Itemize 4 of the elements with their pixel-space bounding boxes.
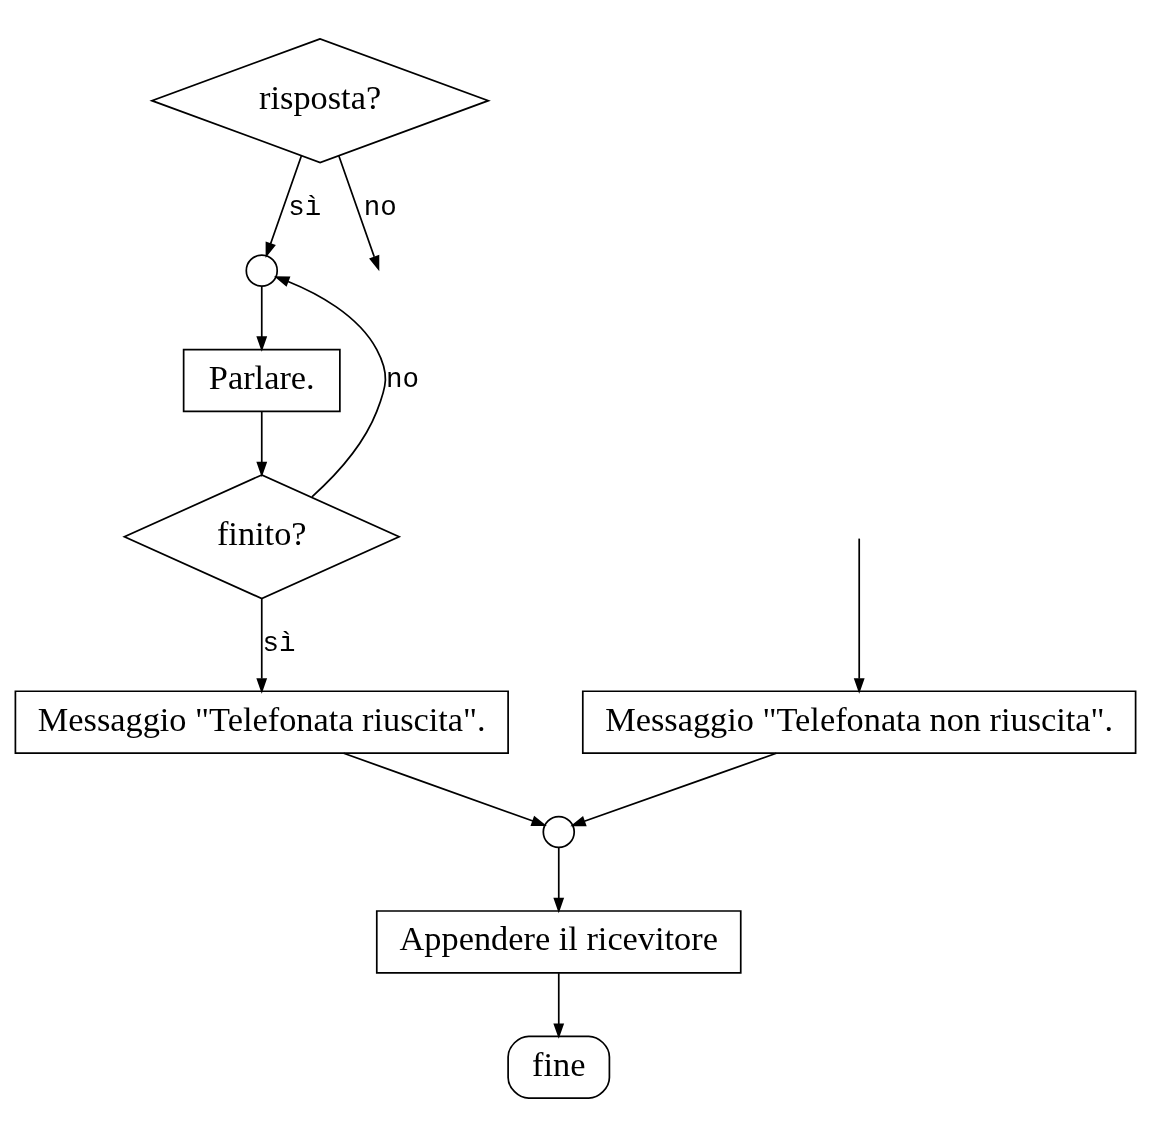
edge-label: sì [288, 191, 322, 223]
edge-label: sì [262, 627, 296, 659]
edge-label: no [386, 363, 420, 395]
edge-label: no [363, 191, 397, 223]
